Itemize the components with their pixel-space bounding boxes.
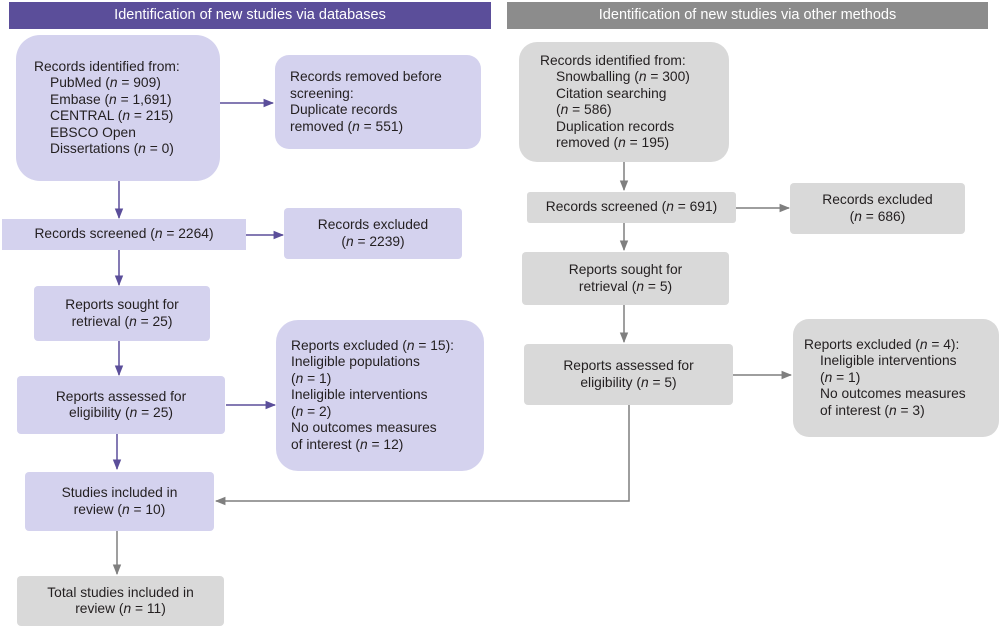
- records-identified-title: Records identified from:: [34, 58, 180, 74]
- reports-excluded-line-5: No outcomes measures: [291, 420, 437, 436]
- total-studies-line-1: Total studies included in: [47, 584, 194, 600]
- records-removed-line-1: Records removed before: [290, 69, 442, 84]
- reports-assessed-line-1: Reports assessed for: [55, 388, 187, 404]
- other-reports-excluded-box: Reports excluded (n = 4): Ineligible int…: [793, 319, 999, 437]
- other-reports-assessed-line-2: eligibility (n = 5): [580, 374, 677, 390]
- reports-excluded-line-6: of interest (n = 12): [291, 436, 404, 452]
- other-records-excluded-line-1: Records excluded: [822, 192, 933, 207]
- other-reports-excluded-title: Reports excluded (n = 4):: [804, 336, 960, 352]
- other-records-excluded-line-2: (n = 686): [849, 208, 906, 224]
- other-records-excluded-box: Records excluded (n = 686): [790, 183, 965, 234]
- other-reports-assessed-line-1: Reports assessed for: [563, 358, 694, 373]
- reports-excluded-title: Reports excluded (n = 15):: [291, 337, 454, 353]
- reports-assessed-box: Reports assessed for eligibility (n = 25…: [17, 376, 225, 434]
- reports-sought-line-2: retrieval (n = 25): [71, 313, 173, 329]
- studies-included-line-1: Studies included in: [61, 485, 178, 500]
- reports-assessed-line-2: eligibility (n = 25): [69, 405, 173, 420]
- other-reports-excluded-line-2: (n = 1): [820, 369, 861, 385]
- total-studies-line-2: review (n = 11): [75, 601, 166, 616]
- records-identified-box: Records identified from: PubMed (n = 909…: [16, 35, 220, 181]
- records-removed-line-3: Duplicate records: [290, 102, 398, 117]
- databases-header: Identification of new studies via databa…: [9, 2, 491, 29]
- records-screened-box: Records screened (n = 2264): [2, 219, 246, 250]
- other-reports-excluded-line-3: No outcomes measures: [820, 386, 966, 402]
- source-central: CENTRAL (n = 215): [50, 108, 174, 123]
- source-citation-searching-count: (n = 586): [556, 102, 612, 117]
- reports-excluded-line-2: (n = 1): [291, 370, 332, 386]
- other-reports-excluded-line-1: Ineligible interventions: [820, 353, 957, 369]
- reports-sought-box: Reports sought for retrieval (n = 25): [34, 286, 210, 341]
- reports-excluded-line-1: Ineligible populations: [291, 354, 420, 370]
- records-screened-label: Records screened (n = 2264): [34, 226, 214, 242]
- source-embase: Embase (n = 1,691): [50, 91, 172, 107]
- source-dissertations: Dissertations (n = 0): [50, 141, 174, 156]
- records-removed-line-4: removed (n = 551): [290, 118, 404, 134]
- other-records-screened-label: Records screened (n = 691): [545, 199, 718, 215]
- studies-included-line-2: review (n = 10): [73, 501, 166, 517]
- reports-excluded-box: Reports excluded (n = 15): Ineligible po…: [276, 320, 484, 471]
- duplication-records-removed: removed (n = 195): [556, 135, 670, 150]
- reports-sought-line-1: Reports sought for: [65, 297, 179, 312]
- records-excluded-line-2: (n = 2239): [341, 233, 405, 249]
- records-excluded-box: Records excluded (n = 2239): [284, 208, 462, 259]
- other-reports-sought-box: Reports sought for retrieval (n = 5): [522, 252, 729, 305]
- source-snowballing: Snowballing (n = 300): [556, 69, 690, 84]
- records-excluded-line-1: Records excluded: [317, 217, 429, 232]
- reports-excluded-line-4: (n = 2): [291, 403, 332, 419]
- other-records-identified-box: Records identified from: Snowballing (n …: [519, 42, 729, 162]
- other-reports-excluded-line-4: of interest (n = 3): [820, 402, 925, 418]
- arrow-r-assessed-to-included: [214, 405, 630, 506]
- other-reports-sought-line-2: retrieval (n = 5): [578, 278, 673, 294]
- studies-included-box: Studies included in review (n = 10): [25, 472, 214, 531]
- total-studies-box: Total studies included in review (n = 11…: [17, 576, 224, 626]
- reports-excluded-line-3: Ineligible interventions: [291, 387, 428, 403]
- records-removed-box: Records removed before screening: Duplic…: [275, 55, 481, 149]
- source-ebsco: EBSCO Open: [50, 124, 136, 140]
- source-citation-searching: Citation searching: [556, 85, 667, 101]
- other-methods-header: Identification of new studies via other …: [507, 2, 988, 29]
- duplication-records: Duplication records: [556, 118, 675, 134]
- source-pubmed: PubMed (n = 909): [50, 75, 161, 90]
- other-records-screened-box: Records screened (n = 691): [527, 192, 736, 223]
- other-reports-sought-line-1: Reports sought for: [568, 262, 683, 277]
- records-removed-line-2: screening:: [290, 85, 354, 101]
- other-records-identified-title: Records identified from:: [540, 52, 686, 68]
- other-reports-assessed-box: Reports assessed for eligibility (n = 5): [524, 344, 733, 405]
